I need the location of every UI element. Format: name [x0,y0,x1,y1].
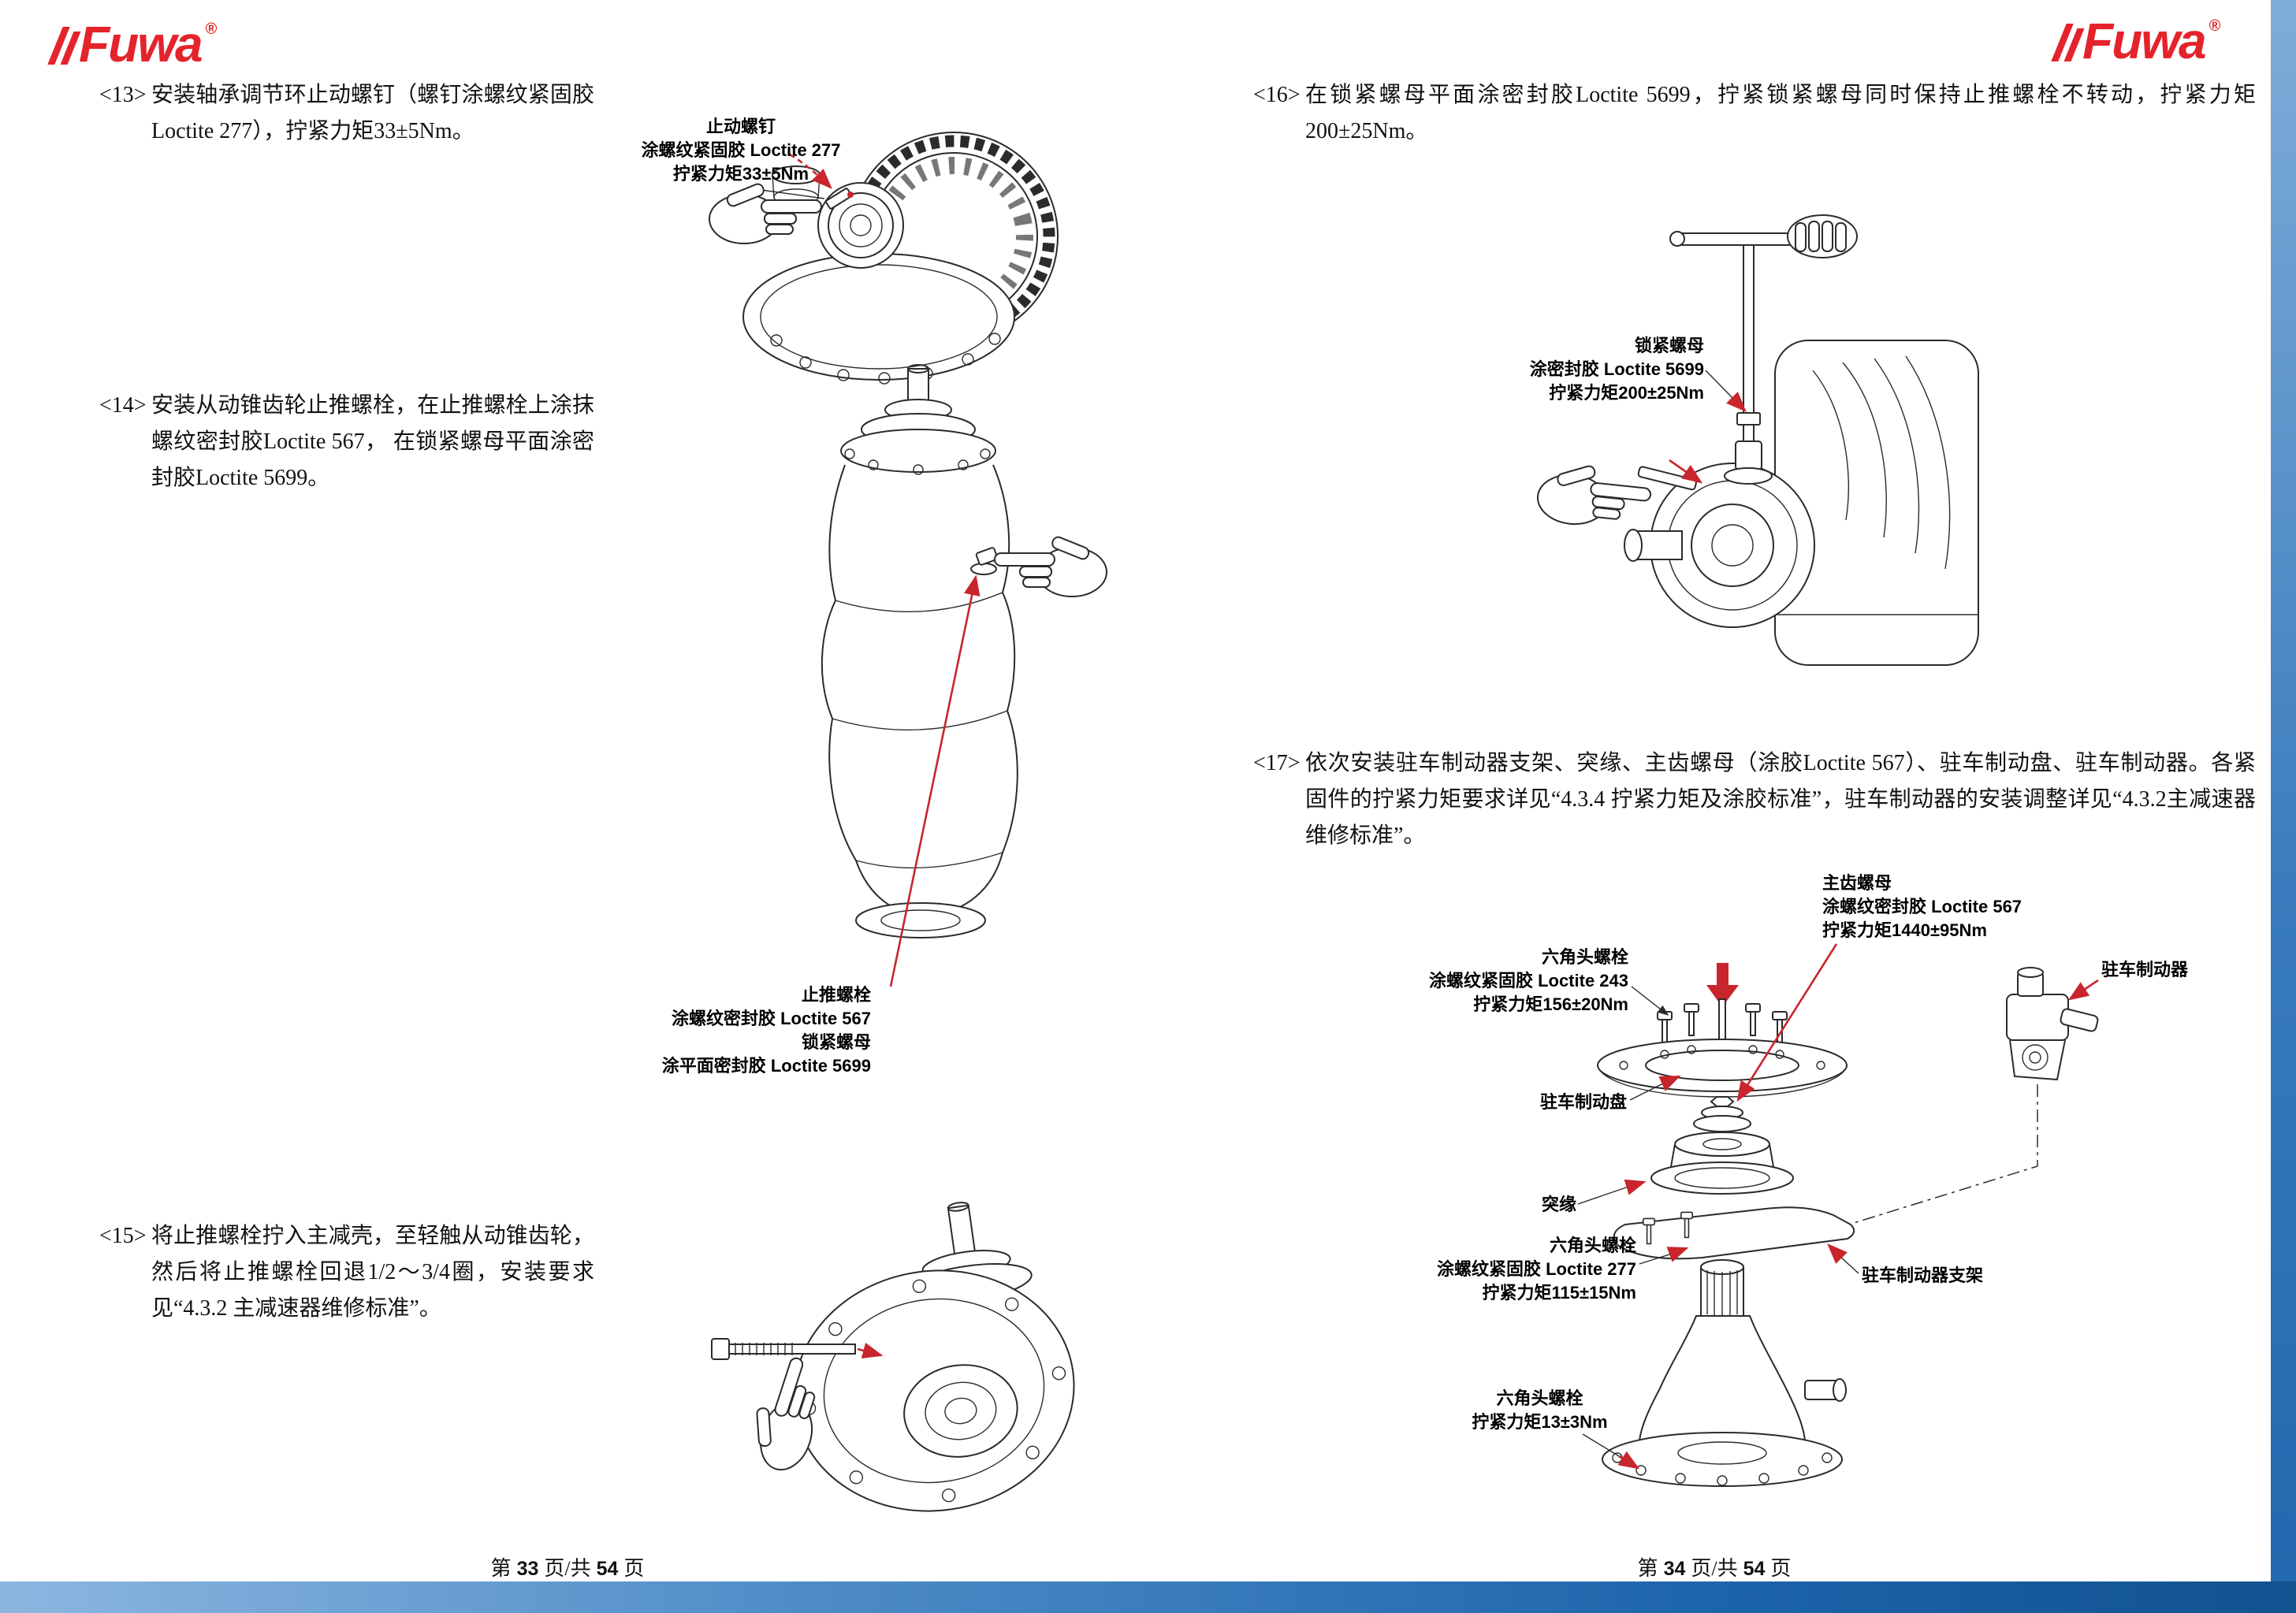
fig14-callout: 止推螺栓 涂螺纹密封胶 Loctite 567 锁紧螺母 涂平面密封胶 Loct… [642,983,871,1078]
callout-line: 涂螺纹紧固胶 Loctite 243 [1428,971,1628,990]
step-17: <17> 依次安装驻车制动器支架、突缘、主齿螺母（涂胶Loctite 567）、… [1253,745,2256,854]
fuwa-logo-left: Fuwa ® [47,16,218,72]
fig17-callout-brake-disc: 驻车制动盘 [1507,1091,1627,1114]
page-edge-bar-bottom [0,1581,2296,1613]
fig17-callout-flange: 突缘 [1512,1193,1576,1217]
fig17-callout-parking-brake: 驻车制动器 [2101,958,2259,982]
registered-mark: ® [2209,17,2221,35]
footer-text: 第 [1637,1557,1658,1580]
step-17-text: 依次安装驻车制动器支架、突缘、主齿螺母（涂胶Loctite 567）、驻车制动盘… [1305,751,2256,848]
callout-line: 拧紧力矩33±5Nm [672,164,809,184]
callout-line: 六角头螺栓 [1541,947,1628,967]
footer-text: 页/共 [544,1557,591,1580]
step-13-text: 安装轴承调节环止动螺钉（螺钉涂螺纹紧固胶Loctite 277），拧紧力矩33±… [151,83,594,143]
step-14: <14> 安装从动锥齿轮止推螺栓，在止推螺栓上涂抹螺纹密封胶Loctite 56… [99,388,635,496]
callout-line: 涂螺纹紧固胶 Loctite 277 [641,140,841,160]
figure-14-thrust-bolt-diagram [821,364,1107,987]
callout-line: 锁紧螺母 [801,1032,871,1052]
callout-line: 驻车制动器支架 [1862,1265,1984,1285]
step-17-number: <17> [1253,751,1301,775]
step-15-text: 将止推螺栓拧入主减壳，至轻触从动锥齿轮，然后将止推螺栓回退1/2～3/4圈，安装… [151,1224,594,1321]
step-13-number: <13> [99,83,147,107]
callout-line: 突缘 [1541,1195,1576,1214]
step-14-number: <14> [99,393,147,418]
step-15: <15> 将止推螺栓拧入主减壳，至轻触从动锥齿轮，然后将止推螺栓回退1/2～3/… [99,1218,635,1327]
callout-line: 涂平面密封胶 Loctite 5699 [661,1056,871,1076]
footer-page-number: 33 [516,1558,539,1580]
step-16-number: <16> [1253,83,1301,107]
callout-line: 拧紧力矩115±15Nm [1482,1283,1637,1303]
footer-text: 页/共 [1691,1557,1738,1580]
step-14-text: 安装从动锥齿轮止推螺栓，在止推螺栓上涂抹螺纹密封胶Loctite 567， 在锁… [151,393,594,490]
figure-13-stop-screw-diagram [709,132,1059,385]
fuwa-logo-right: Fuwa ® [2051,13,2221,69]
callout-line: 涂螺纹密封胶 Loctite 567 [671,1009,871,1028]
callout-line: 六角头螺栓 [1549,1236,1636,1255]
callout-line: 六角头螺栓 [1496,1388,1583,1408]
callout-line: 涂密封胶 Loctite 5699 [1529,359,1704,379]
footer-total-pages: 54 [1743,1558,1766,1580]
fig17-callout-pinion-nut: 主齿螺母 涂螺纹密封胶 Loctite 567 拧紧力矩1440±95Nm [1822,872,2082,942]
fig17-callout-hex-bolt-243: 六角头螺栓 涂螺纹紧固胶 Loctite 243 拧紧力矩156±20Nm [1403,946,1628,1016]
step-13: <13> 安装轴承调节环止动螺钉（螺钉涂螺纹紧固胶Loctite 277），拧紧… [99,77,635,150]
brand-name: Fuwa [79,16,203,72]
callout-line: 涂螺纹密封胶 Loctite 567 [1822,897,2022,916]
parking-brake-caliper [2006,967,2099,1081]
callout-line: 锁紧螺母 [1634,336,1704,355]
brand-name: Fuwa [2082,13,2207,69]
fig13-callout: 止动螺钉 涂螺纹紧固胶 Loctite 277 拧紧力矩33±5Nm [627,115,855,186]
callout-line: 拧紧力矩200±25Nm [1549,383,1704,403]
fig16-callout: 锁紧螺母 涂密封胶 Loctite 5699 拧紧力矩200±25Nm [1474,334,1704,405]
figure-16-lock-nut-diagram [1534,214,1979,666]
step-16: <16> 在锁紧螺母平面涂密封胶Loctite 5699，拧紧锁紧螺母同时保持止… [1253,77,2256,150]
footer-text: 第 [490,1557,512,1580]
callout-line: 拧紧力矩156±20Nm [1473,994,1628,1014]
fig17-callout-hex-bolt-13: 六角头螺栓 拧紧力矩13±3Nm [1455,1387,1624,1434]
footer-page-number: 34 [1663,1558,1686,1580]
callout-line: 拧紧力矩1440±95Nm [1822,920,1987,940]
footer-text: 页 [623,1557,645,1580]
callout-line: 拧紧力矩13±3Nm [1472,1412,1608,1432]
fig17-callout-hex-bolt-277: 六角头螺栓 涂螺纹紧固胶 Loctite 277 拧紧力矩115±15Nm [1411,1234,1636,1305]
page-edge-bar-right [2271,0,2296,1613]
callout-line: 涂螺纹紧固胶 Loctite 277 [1436,1259,1636,1279]
callout-line: 驻车制动器 [2101,960,2189,979]
callout-line: 止动螺钉 [705,117,776,136]
figure-17-exploded-diagram [1577,943,2099,1487]
callout-line: 驻车制动盘 [1539,1092,1627,1112]
footer-text: 页 [1770,1557,1792,1580]
figure-15-screw-in-diagram [711,1202,1075,1512]
step-15-number: <15> [99,1224,147,1248]
step-16-text: 在锁紧螺母平面涂密封胶Loctite 5699，拧紧锁紧螺母同时保持止推螺栓不转… [1305,83,2256,143]
footer-total-pages: 54 [596,1558,619,1580]
registered-mark: ® [205,20,218,38]
callout-line: 止推螺栓 [801,985,871,1005]
fig17-callout-bracket: 驻车制动器支架 [1862,1264,2059,1288]
callout-line: 主齿螺母 [1822,873,1892,893]
